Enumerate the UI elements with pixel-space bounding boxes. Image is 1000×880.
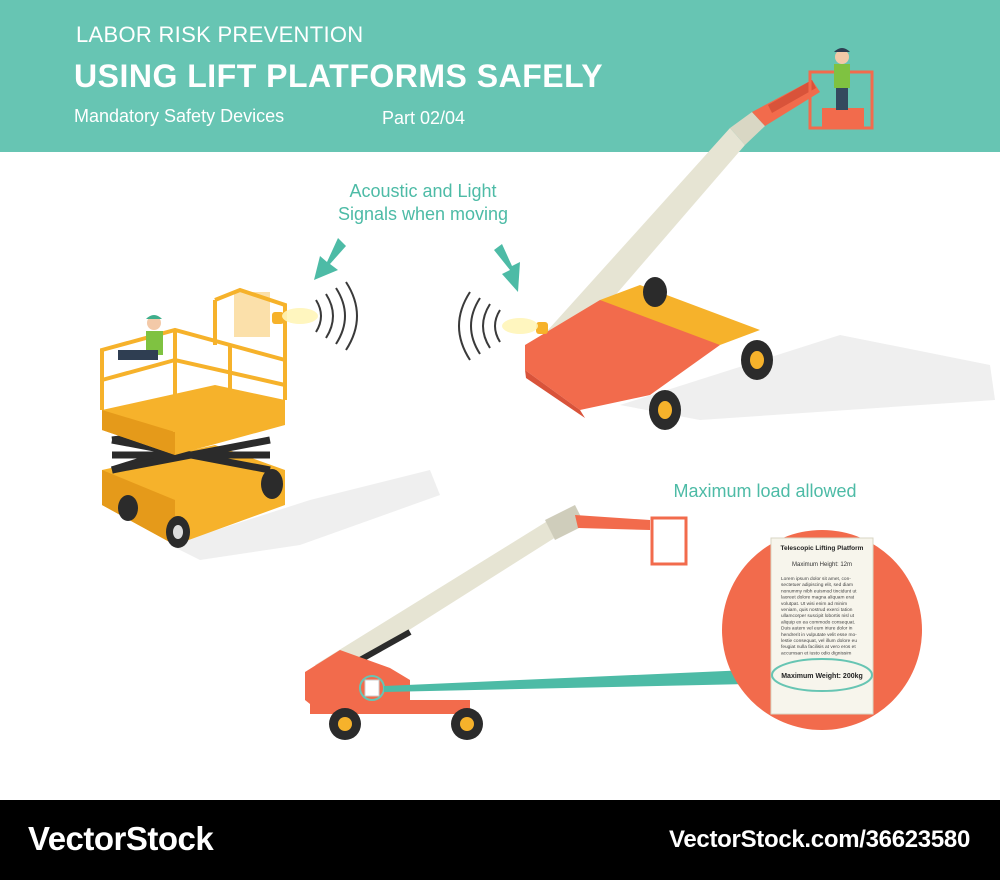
plate-body-line: aliquip ex ea commodo consequat.	[781, 619, 855, 625]
plate-body-line: accumsan et iusto odio dignissim	[781, 650, 851, 656]
hub-rear-right	[750, 351, 764, 369]
scissor-lift	[100, 281, 440, 560]
sound-waves-boom	[458, 291, 501, 361]
plate-max-height: Maximum Height: 12m	[792, 562, 852, 568]
plate-body-line: volutpat. Ut wisi enim ad minim	[781, 601, 847, 607]
load-pointer-arrow	[384, 662, 770, 692]
plate-body-line: sectetuer adipiscing elit, sed diam	[781, 582, 853, 588]
plate-body-line: hendrerit in vulputate velit esse mo-	[781, 632, 857, 638]
callout-signals: Acoustic and Light Signals when moving	[318, 180, 528, 226]
hub-front	[658, 401, 672, 419]
scissor-deck-side	[102, 410, 175, 455]
illustration-scene: Telescopic Lifting Platform Maximum Heig…	[100, 48, 995, 740]
boom-lift-top	[458, 48, 995, 430]
plate-body-line: ullamcorper suscipit lobortis nisl ut	[781, 613, 855, 619]
bottom-boom-joint	[545, 505, 585, 540]
shadow-scissor	[170, 470, 440, 560]
worker-helmet	[834, 48, 850, 52]
callout-signals-line2: Signals when moving	[337, 204, 509, 224]
plate-body-line: nonummy nibh euismod tincidunt ut	[781, 588, 857, 594]
scissor-hub-front	[173, 525, 183, 539]
page-subtitle: Mandatory Safety Devices	[74, 106, 285, 126]
operator-helmet	[146, 315, 162, 319]
boom-lift-bottom	[305, 505, 688, 740]
plate-body-line: lestie consequat, vel illum dolore eu	[781, 638, 857, 644]
chassis-shade	[525, 370, 585, 418]
scissor-wheel-left	[118, 495, 138, 521]
beacon-light-scissor	[272, 312, 284, 324]
scissor-base-side	[102, 470, 175, 545]
plate-title: Telescopic Lifting Platform	[781, 545, 864, 552]
plate-body-line: veniam, quis nostrud exerci tation	[781, 607, 853, 613]
load-arrow-icon	[384, 662, 770, 692]
operator-vest	[146, 331, 163, 355]
scissor-railing	[100, 287, 287, 432]
plate-body-line: laoreet dolore magna aliquam erat	[781, 595, 855, 601]
wheel-rear-left	[643, 277, 667, 307]
part-indicator: Part 02/04	[382, 108, 466, 128]
scissor-gate-panel	[234, 292, 270, 337]
bottom-hub-left	[338, 717, 352, 731]
plate-body-line: Duis autem vel eum iriure dolor in	[781, 626, 853, 632]
scissor-wheel-rear	[261, 469, 283, 499]
signal-pointer-arrows	[314, 238, 520, 292]
plate-body-line: feugiat nulla facilisis at vero eros et	[781, 644, 856, 650]
bottom-chassis	[305, 650, 410, 712]
plate-body-text: Lorem ipsum dolor sit amet, con-sectetue…	[781, 576, 857, 656]
footer-credit: VectorStock.com/36623580	[669, 826, 970, 853]
light-glow-scissor	[282, 308, 318, 324]
bottom-jib-arm	[575, 515, 650, 530]
bottom-boom-arm	[315, 512, 575, 680]
bottom-hub-right	[460, 717, 474, 731]
operator-head	[147, 316, 161, 330]
chassis-body	[525, 300, 720, 410]
capacity-plate-icon	[364, 679, 380, 697]
boom-arm-large	[548, 128, 745, 350]
shadow-top-lift	[620, 335, 995, 420]
light-glow-boom	[502, 318, 538, 334]
plate-body-line: Lorem ipsum dolor sit amet, con-	[781, 576, 851, 582]
callout-signals-line1: Acoustic and Light	[349, 181, 497, 201]
plate-max-weight: Maximum Weight: 200kg	[781, 673, 863, 680]
plate-card	[770, 537, 874, 715]
control-panel	[118, 350, 158, 360]
footer-brand: VectorStock	[28, 820, 214, 857]
bottom-cylinder	[358, 629, 412, 663]
header-kicker: LABOR RISK PREVENTION	[76, 22, 364, 47]
max-weight-highlight	[771, 658, 873, 692]
arrow-to-boom-icon	[494, 244, 520, 292]
footer-bar: VectorStock VectorStock.com/36623580	[0, 800, 1000, 880]
capacity-plate-zoom: Telescopic Lifting Platform Maximum Heig…	[722, 530, 922, 730]
worker-vest	[834, 64, 850, 88]
bottom-chassis-rail	[310, 700, 470, 714]
bottom-basket	[650, 516, 688, 566]
callout-max-load: Maximum load allowed	[673, 481, 857, 501]
jib-arm-shade	[768, 80, 816, 113]
boom-joint	[730, 112, 765, 145]
chassis-yellow-beam	[600, 285, 760, 345]
worker-head	[835, 50, 849, 64]
basket-base	[822, 108, 864, 128]
worker-legs	[836, 88, 848, 110]
arrow-to-scissor-icon	[314, 238, 346, 280]
header-banner: LABOR RISK PREVENTION USING LIFT PLATFOR…	[0, 0, 1000, 152]
sound-waves-scissor	[315, 281, 358, 351]
beacon-light-boom	[536, 322, 548, 334]
page-title: USING LIFT PLATFORMS SAFELY	[74, 58, 604, 94]
